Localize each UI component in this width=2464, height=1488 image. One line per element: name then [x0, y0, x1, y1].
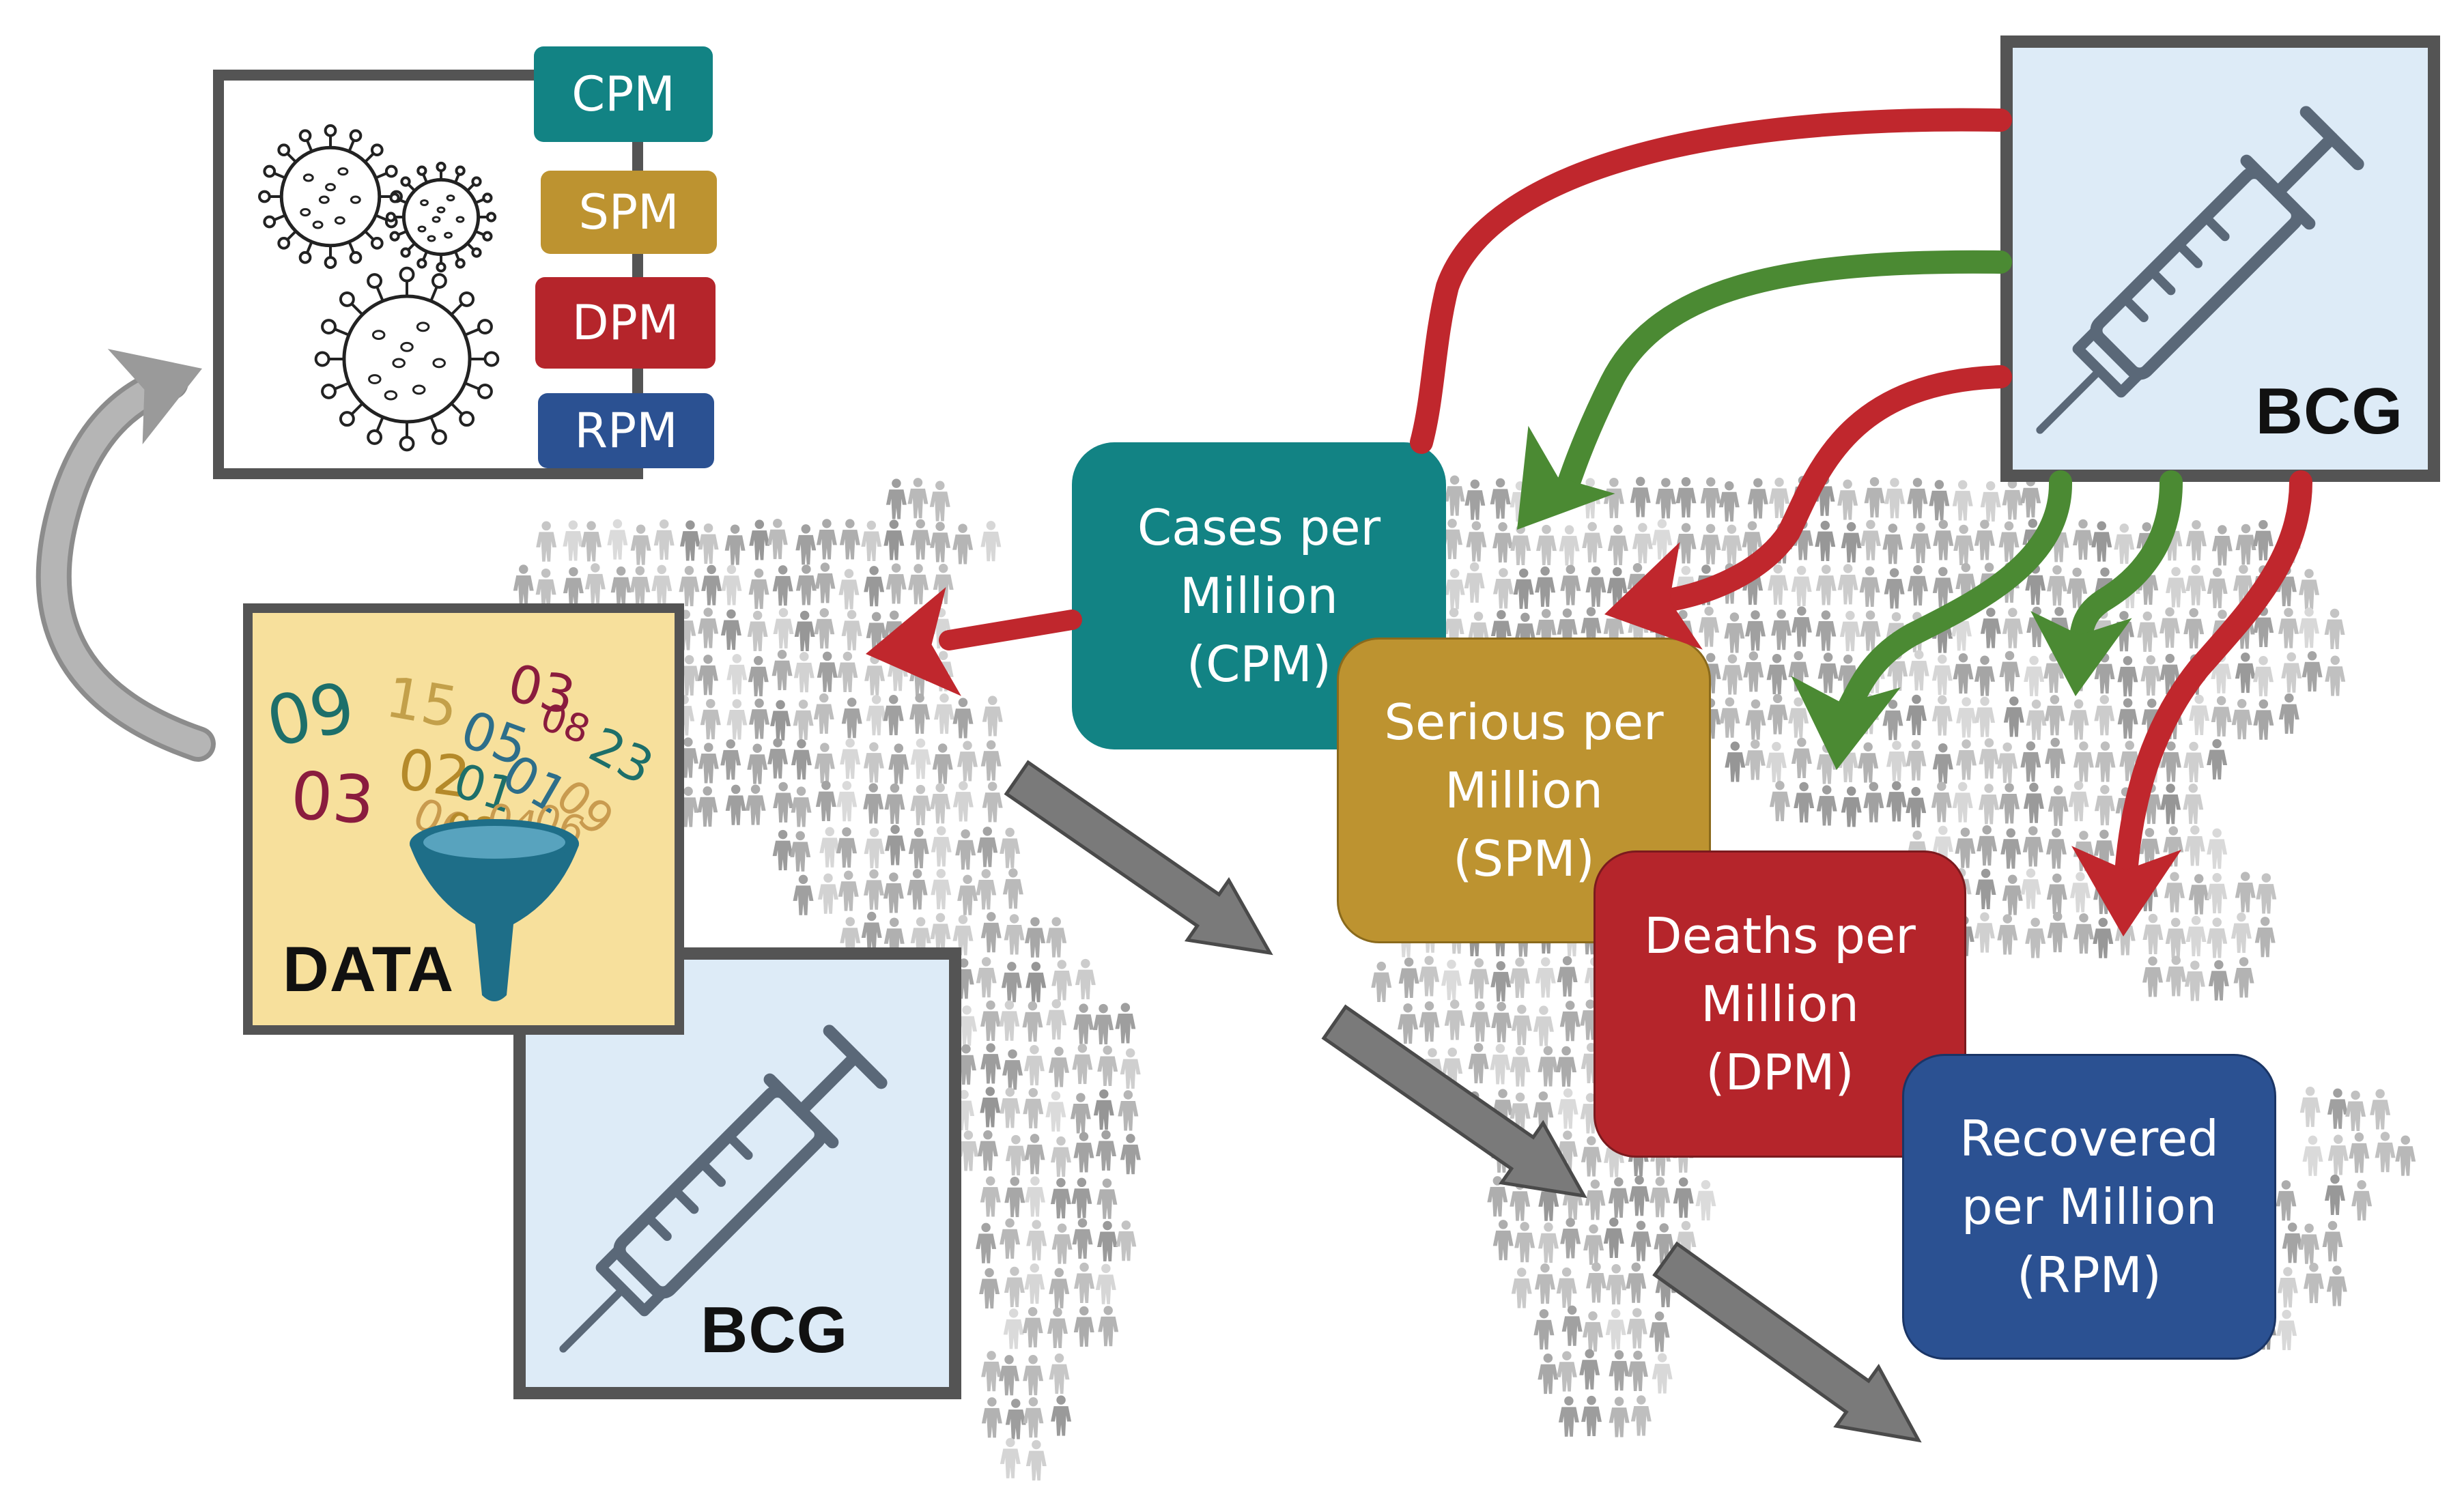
funnel-icon	[410, 819, 579, 1001]
metric-cpm-line-3: (CPM)	[1187, 635, 1331, 693]
tag-dpm: DPM	[535, 277, 716, 369]
vaccine-top-label: BCG	[2255, 375, 2403, 448]
metric-cpm-line-1: Cases per	[1137, 499, 1381, 556]
data-number: 15	[382, 665, 463, 741]
virus-icon	[314, 266, 500, 452]
arrows	[1004, 760, 1922, 1443]
data-box: 0915030823030201050109060804060905 DATA	[243, 603, 684, 1035]
metric-dpm-line-2: Million	[1701, 975, 1859, 1033]
virus-icon	[385, 161, 497, 273]
syringe-icon	[559, 1025, 888, 1353]
virus-icon	[258, 124, 500, 452]
tag-spm: SPM	[541, 171, 717, 254]
syringe-icon	[2036, 106, 2364, 434]
metric-dpm-line-1: Deaths per	[1644, 907, 1916, 964]
data-number: 02	[394, 737, 474, 812]
metric-rpm-line-3: (RPM)	[2017, 1246, 2162, 1304]
metric-rpm-line-2: per Million	[1961, 1178, 2218, 1235]
data-label: DATA	[283, 933, 455, 1005]
data-numbers-funnel: 0915030823030201050109060804060905	[260, 652, 662, 1001]
tag-cpm: CPM	[534, 46, 713, 142]
data-number: 09	[260, 667, 362, 763]
gray-arrow-cpm-to-spm	[1004, 760, 1273, 956]
metric-dpm-line-3: (DPM)	[1705, 1044, 1854, 1101]
gray-arrow-spm-to-dpm	[1321, 1004, 1587, 1199]
metric-spm-line-2: Million	[1445, 762, 1603, 819]
virus-icon	[258, 124, 403, 269]
tag-rpm: RPM	[538, 393, 714, 468]
gray-arrow-dpm-to-rpm	[1652, 1241, 1922, 1443]
vaccine-bottom-label: BCG	[700, 1293, 849, 1367]
metric-box-rpm: Recovered per Million (RPM)	[1902, 1054, 2276, 1360]
metric-spm-line-1: Serious per	[1384, 693, 1664, 751]
vaccine-box-top: BCG	[2000, 35, 2440, 482]
metric-spm-line-3: (SPM)	[1453, 830, 1595, 887]
data-number: 03	[288, 757, 377, 839]
metric-cpm-line-2: Million	[1180, 567, 1338, 625]
metric-rpm-line-1: Recovered	[1959, 1110, 2219, 1167]
